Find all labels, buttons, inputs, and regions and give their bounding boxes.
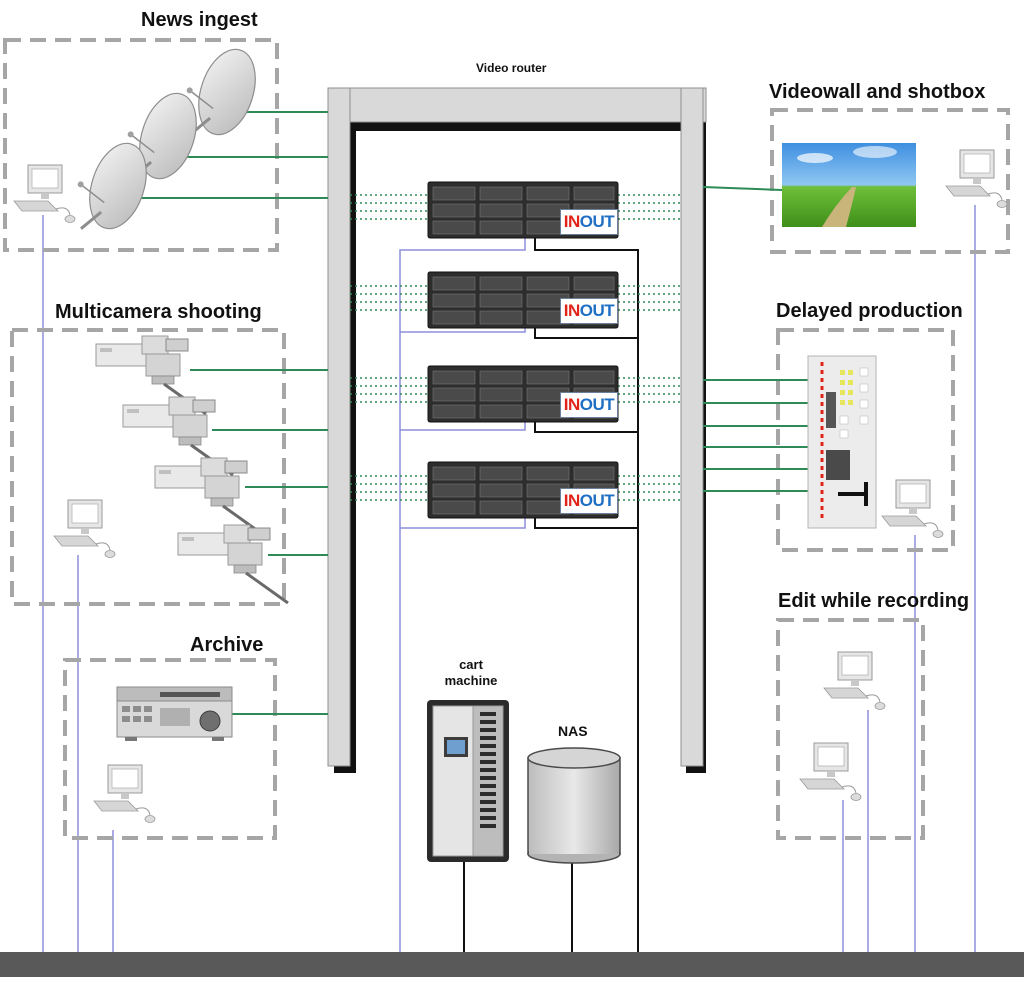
vtr-deck-icon: [116, 686, 233, 741]
inout-logo: INOUT: [560, 488, 618, 514]
control-lines: [463, 236, 639, 952]
logo-out-text: OUT: [579, 491, 615, 510]
network-bus-bar: [0, 952, 1024, 977]
computer-icon: [881, 479, 944, 538]
logo-in-text: IN: [563, 301, 581, 320]
inout-logo: INOUT: [560, 392, 618, 418]
inout-logo: INOUT: [560, 298, 618, 324]
delayed-production-box: [776, 328, 955, 552]
computer-icon: [13, 164, 76, 223]
logo-out-text: OUT: [579, 301, 615, 320]
multicamera-label: Multicamera shooting: [55, 301, 262, 323]
videowall-label: Videowall and shotbox: [769, 81, 986, 103]
router-dotted-links: [350, 194, 681, 501]
video-camera-icon: [176, 523, 290, 605]
playout-rack-icon: [807, 355, 877, 529]
computer-icon: [53, 499, 116, 558]
nas-storage-icon: [527, 747, 621, 864]
inout-logo: INOUT: [560, 209, 618, 235]
delayed-production-label: Delayed production: [776, 300, 963, 322]
news-ingest-label: News ingest: [141, 9, 258, 31]
archive-label: Archive: [190, 634, 264, 656]
network-lines: [42, 205, 976, 952]
edit-recording-box: [776, 618, 925, 840]
computer-icon: [93, 764, 156, 823]
archive-box: [63, 658, 277, 840]
computer-icon: [945, 149, 1008, 208]
logo-in-text: IN: [563, 491, 581, 510]
video-router-frame: [327, 87, 707, 773]
multicamera-box: [10, 328, 286, 606]
computer-icon: [823, 651, 886, 710]
cart-machine-icon: [427, 700, 509, 862]
logo-in-text: IN: [563, 395, 581, 414]
logo-out-text: OUT: [579, 395, 615, 414]
video-router-label: Video router: [476, 61, 547, 75]
edit-recording-label: Edit while recording: [778, 590, 970, 612]
signal-lines: [135, 111, 812, 715]
computer-icon: [799, 742, 862, 801]
landscape-image-icon: [782, 143, 916, 227]
logo-in-text: IN: [563, 212, 581, 231]
video-camera-icon: [153, 456, 267, 538]
group-boxes: [3, 38, 1010, 840]
videowall-box: [770, 108, 1010, 254]
cart-machine-label: cart machine: [444, 657, 498, 688]
news-ingest-box: [3, 38, 279, 252]
logo-out-text: OUT: [579, 212, 615, 231]
nas-label: NAS: [558, 723, 588, 739]
